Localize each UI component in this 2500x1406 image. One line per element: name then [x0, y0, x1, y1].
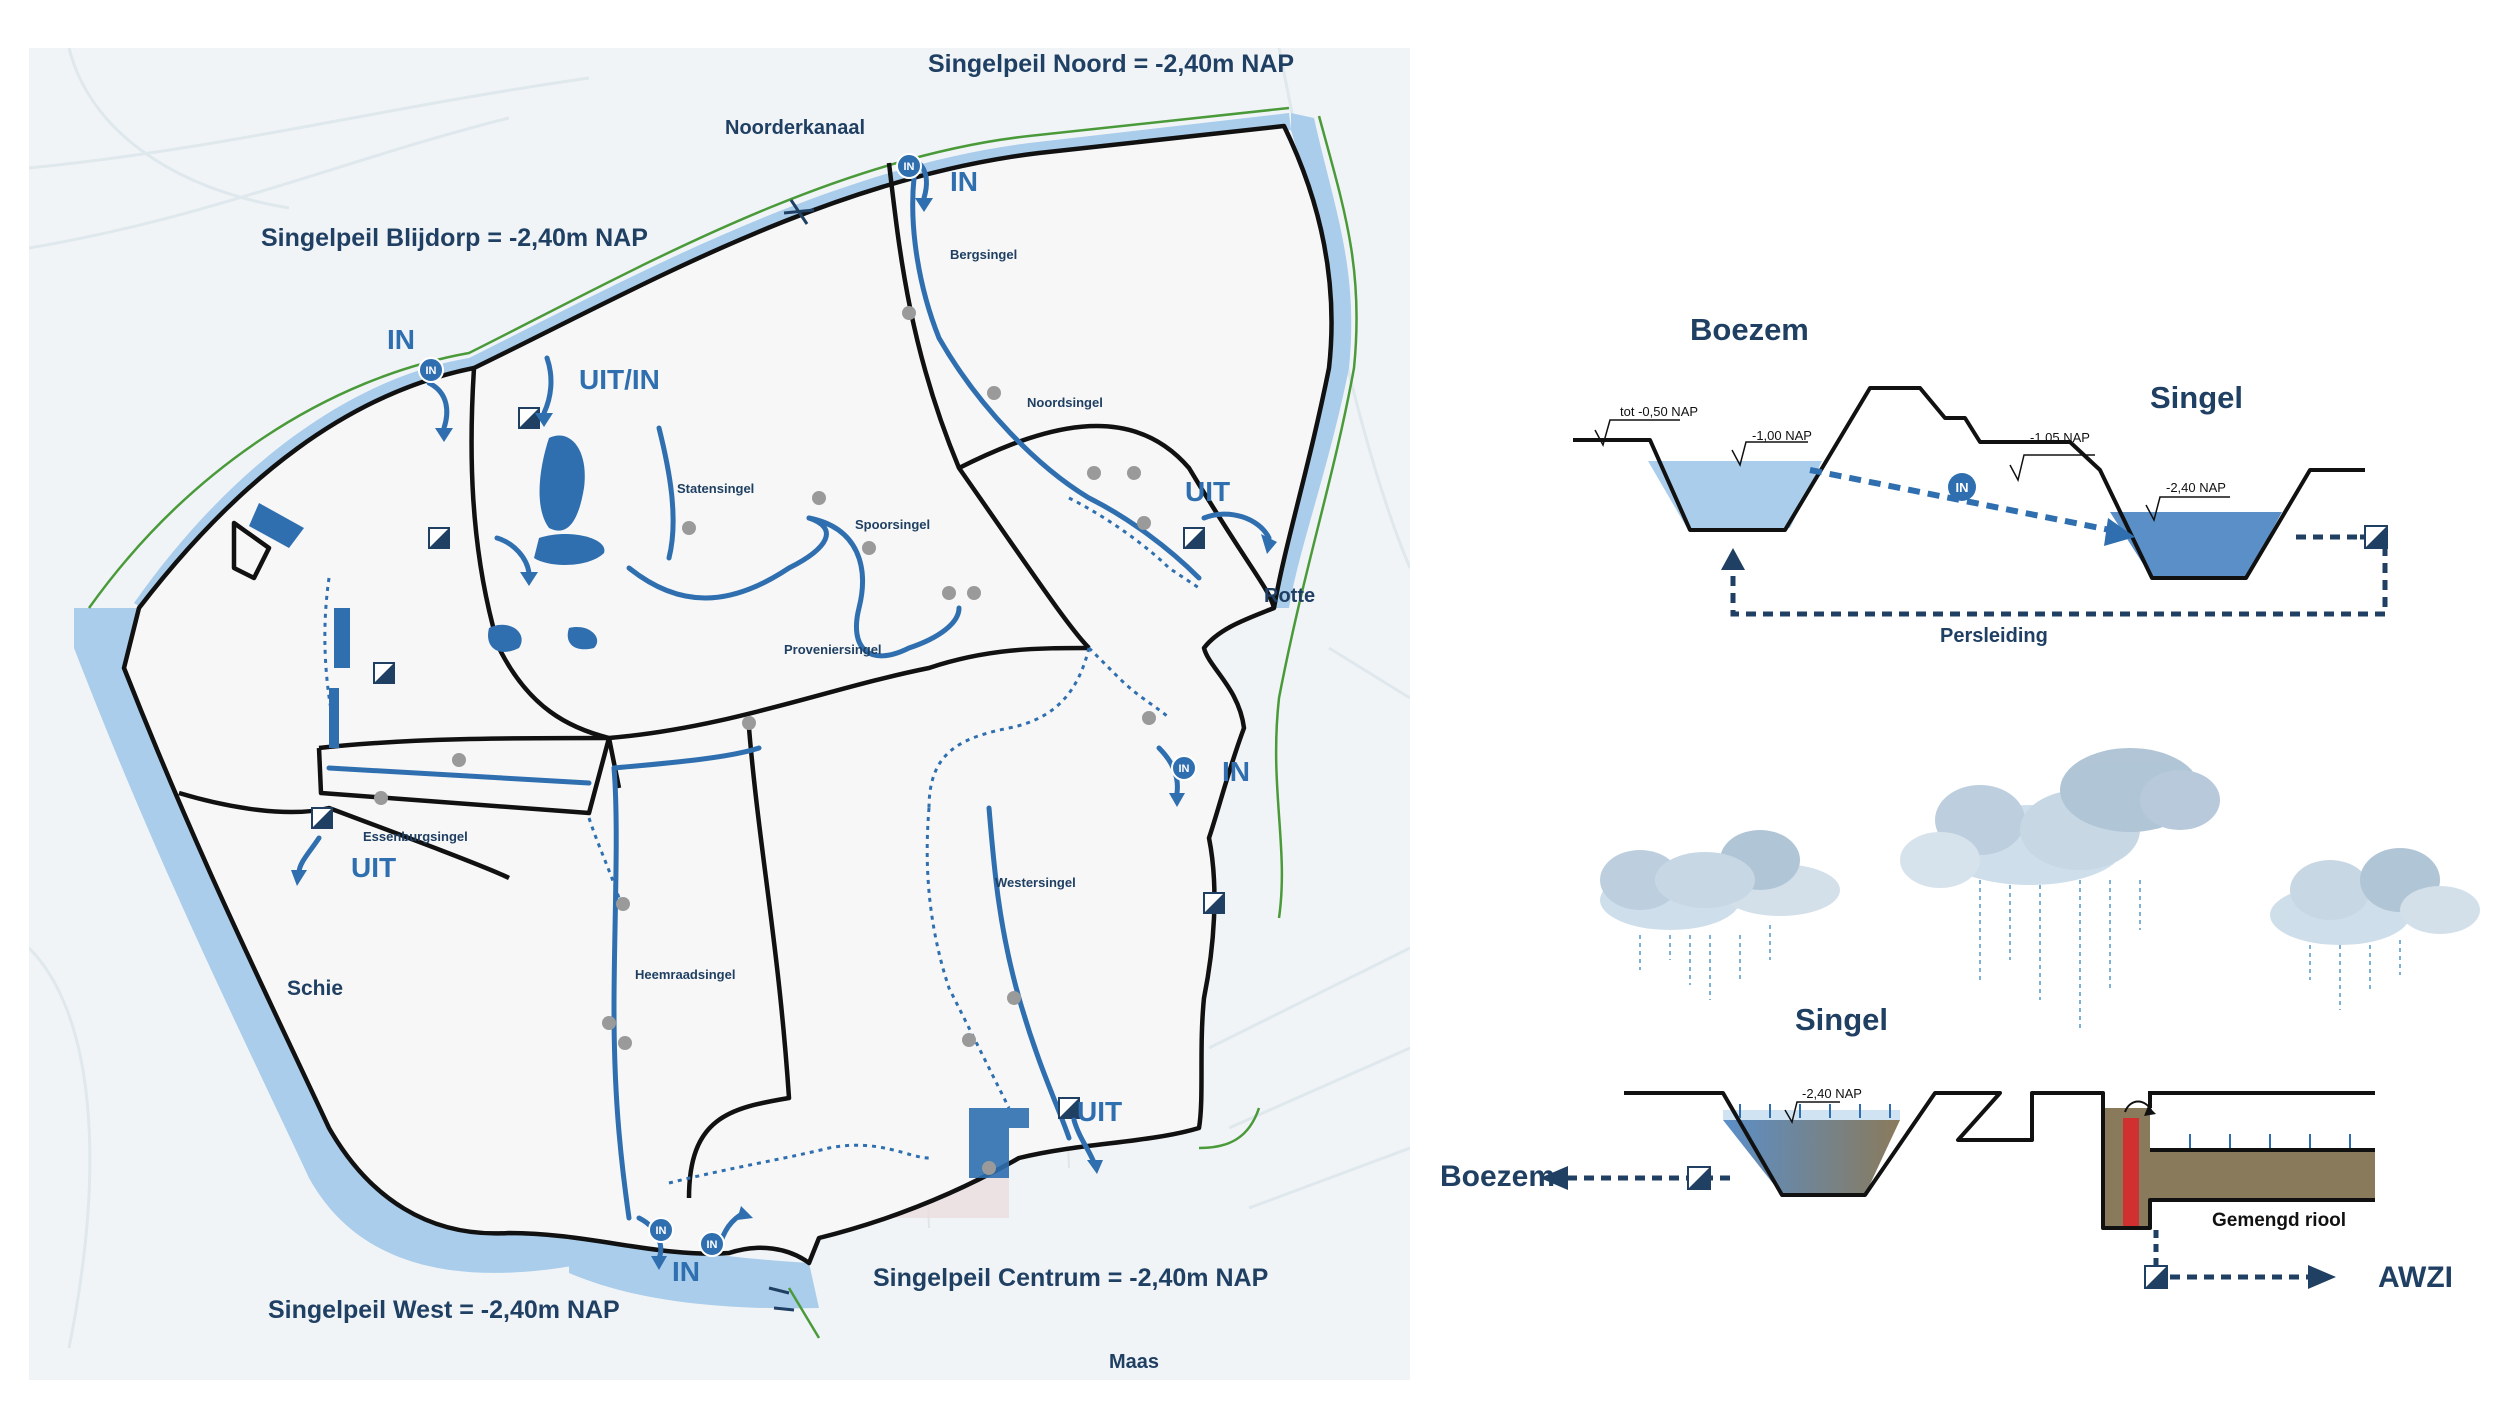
level-west-label: Singelpeil West = -2,40m NAP [268, 1296, 620, 1324]
inflow-arrowhead [2104, 518, 2135, 546]
singel-title-bottom: Singel [1795, 1002, 1888, 1037]
city-map: IN IN IN IN IN [29, 48, 1410, 1380]
cross-section-diagrams: tot -0,50 NAP -1,00 NAP -1,05 NAP -2,40 … [1440, 312, 2480, 1294]
terrain-profile-top [1573, 386, 2365, 580]
gemengd-riool-label: Gemengd riool [2212, 1210, 2346, 1231]
dike-lines [87, 106, 1358, 1339]
rotte-label: Rotte [1264, 585, 1316, 607]
noorderkanaal-label: Noorderkanaal [725, 117, 866, 139]
level-dike-label: -1,05 NAP [2030, 430, 2090, 445]
svg-text:IN: IN [904, 161, 915, 173]
maas-label: Maas [1109, 1351, 1160, 1373]
in-badge-top: IN [1948, 473, 1976, 501]
boezem-title: Boezem [1690, 312, 1809, 347]
proveniersingel-label: Proveniersingel [784, 642, 882, 657]
statensingel-label: Statensingel [677, 481, 755, 496]
noordsingel-label: Noordsingel [1027, 395, 1103, 410]
level-boezem-label: -1,00 NAP [1752, 428, 1812, 443]
boezem-bottom-label: Boezem [1440, 1160, 1555, 1193]
flow-in-noord: IN [950, 166, 978, 197]
terrain-profile-bottom [1624, 1091, 2375, 1230]
water-bodies [249, 435, 1029, 1178]
flow-uit-essenburg: UIT [351, 852, 397, 883]
svg-text:IN: IN [707, 1239, 718, 1251]
singel-title-top: Singel [2150, 380, 2243, 415]
level-noord-label: Singelpeil Noord = -2,40m NAP [928, 50, 1295, 78]
awzi-label: AWZI [2378, 1261, 2453, 1294]
map-panel: IN IN IN IN IN Singelpeil Noord = -2,40m… [29, 48, 1410, 1380]
flow-in-rotte: IN [1222, 756, 1250, 787]
weir-wall [2123, 1118, 2139, 1226]
rotte-water [1271, 113, 1352, 608]
top-cross-section: tot -0,50 NAP -1,00 NAP -1,05 NAP -2,40 … [1573, 312, 2388, 647]
svg-text:IN: IN [1956, 480, 1969, 495]
bergsingel-label: Bergsingel [950, 247, 1018, 262]
pump-icon-top [2364, 525, 2388, 549]
spoorsingel-label: Spoorsingel [855, 517, 931, 532]
persleiding-line [1730, 534, 2388, 617]
persleiding-arrowhead [1721, 548, 1745, 570]
district-boundaries [121, 123, 1332, 1266]
flow-uit-centrum: UIT [1077, 1096, 1123, 1127]
in-badges: IN IN IN IN IN [418, 153, 1197, 1257]
level-singel-top-label: -2,40 NAP [2166, 480, 2226, 495]
schie-label: Schie [287, 977, 344, 1000]
singel-water-top [2110, 512, 2282, 578]
level-blijdorp-label: Singelpeil Blijdorp = -2,40m NAP [261, 224, 648, 252]
essenburgsingel-label: Essenburgsingel [363, 829, 468, 844]
pump-icon-boezem [1687, 1166, 1711, 1190]
westersingel-label: Westersingel [995, 875, 1076, 890]
flow-uit-in: UIT/IN [579, 364, 660, 395]
flow-arrowheads [291, 198, 1277, 1270]
inflow-dashed-line [1809, 467, 2111, 533]
pump-icon-awzi [2144, 1265, 2168, 1289]
flow-in-blijdorp: IN [387, 324, 415, 355]
bridge-symbols [768, 199, 815, 1312]
singel-water-bottom [1723, 1120, 1900, 1195]
canal-lines [326, 175, 1202, 1221]
svg-text:IN: IN [1179, 763, 1190, 775]
level-tot-label: tot -0,50 NAP [1620, 404, 1698, 419]
heemraadsingel-label: Heemraadsingel [635, 967, 736, 982]
svg-text:IN: IN [426, 365, 437, 377]
rain-clouds [1600, 748, 2480, 1030]
flow-in-west: IN [672, 1256, 700, 1287]
svg-text:IN: IN [656, 1225, 667, 1237]
bottom-cross-section: -2,40 NAP Singel Boezem Gemengd riool AW… [1440, 1002, 2453, 1294]
boezem-water [1648, 461, 1822, 528]
station-dots [374, 306, 1156, 1175]
persleiding-label: Persleiding [1940, 625, 2048, 647]
polder-lines [29, 48, 1410, 1349]
level-centrum-label: Singelpeil Centrum = -2,40m NAP [873, 1264, 1269, 1292]
flow-uit-noord: UIT [1185, 476, 1231, 507]
pump-icons [311, 407, 1225, 1119]
level-singel-bottom-label: -2,40 NAP [1802, 1086, 1862, 1101]
